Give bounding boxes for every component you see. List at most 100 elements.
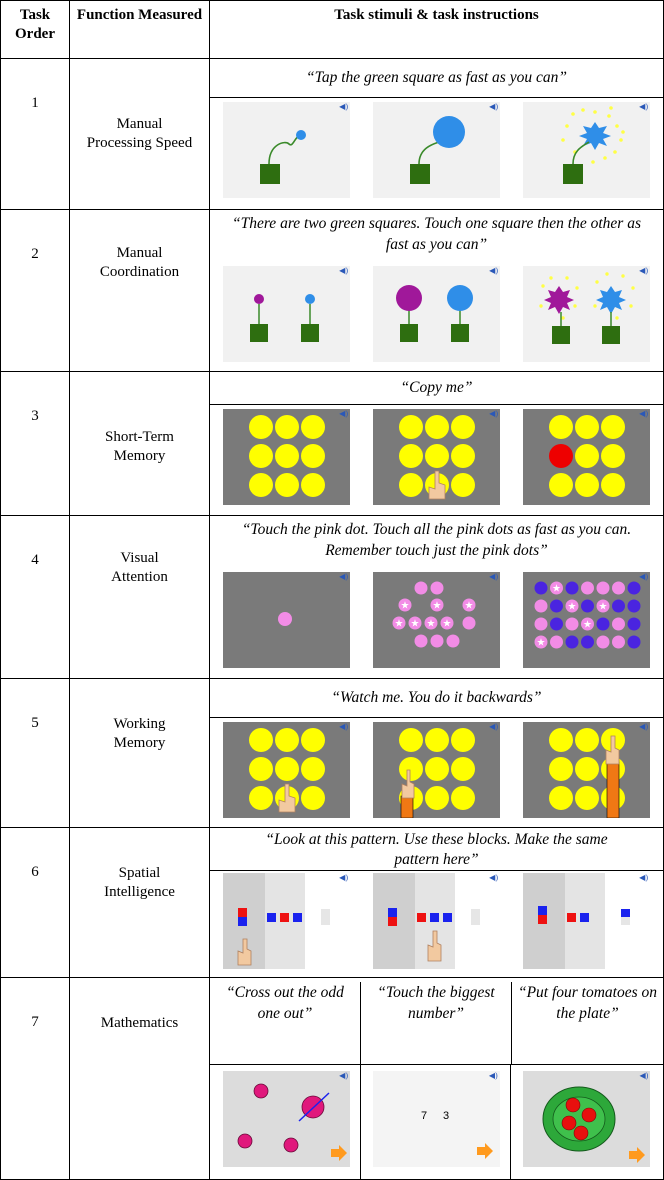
pointing-hand-icon	[428, 470, 446, 500]
yellow-circle-grid	[249, 415, 325, 497]
task-instruction: “Watch me. You do it backwards”	[331, 689, 542, 706]
table-row: 2 Manual Coordination “There are two gre…	[0, 209, 664, 372]
math-instruction-tomatoes: “Put four tomatoes on the plate”	[517, 984, 658, 1022]
task-order: 2	[0, 209, 70, 372]
dot	[414, 581, 428, 595]
dot	[462, 616, 476, 630]
next-arrow-icon	[476, 1143, 493, 1159]
math-instruction-odd-one: “Cross out the odd one out”	[210, 982, 361, 1064]
task-stimuli-cell: “Touch the pink dot. Touch all the pink …	[209, 515, 664, 679]
task-function: Manual Processing Speed	[69, 58, 210, 210]
star-icon: ★	[395, 619, 404, 630]
dot	[596, 599, 610, 613]
dot	[430, 581, 444, 595]
block-pattern-1	[223, 873, 330, 969]
task-instruction: “Touch the pink dot. Touch all the pink …	[241, 521, 632, 559]
dot	[612, 617, 625, 631]
next-arrow-icon	[629, 1147, 646, 1163]
table-row: 3 Short-Term Memory “Copy me” ◀) ◀) ◀)	[0, 371, 664, 516]
stimulus-panel: ◀)	[373, 266, 500, 362]
table-header-row: Task Order Function Measured Task stimul…	[0, 0, 664, 59]
dot	[612, 635, 625, 649]
pointing-hand-icon	[427, 930, 442, 962]
header-function: Function Measured	[69, 0, 210, 59]
speaker-icon: ◀)	[339, 1071, 348, 1080]
dot	[414, 634, 428, 648]
flower-burst-graphic	[561, 106, 625, 184]
speaker-icon: ◀)	[339, 409, 348, 418]
task-stimuli-cell: “There are two green squares. Touch one …	[209, 209, 664, 372]
pointing-hand-icon	[605, 735, 620, 765]
task-stimuli-cell: “Look at this pattern. Use these blocks.…	[209, 827, 664, 978]
speaker-icon: ◀)	[339, 266, 348, 275]
stimulus-panel: ◀)	[373, 722, 500, 818]
pointing-hand-icon	[401, 769, 415, 799]
dot	[534, 617, 548, 631]
dot	[581, 635, 594, 649]
task-instruction: “Copy me”	[400, 379, 473, 396]
dot	[596, 635, 610, 649]
two-flowers-burst-graphic	[539, 272, 635, 344]
dot	[550, 581, 563, 595]
dot	[596, 581, 610, 595]
star-icon: ★	[583, 620, 592, 631]
task-instruction: “Tap the green square as fast as you can…	[306, 69, 567, 86]
math-instructions: “Cross out the odd one out” “Touch the b…	[210, 978, 663, 1065]
single-pink-dot	[278, 612, 292, 626]
task-function: Mathematics	[69, 977, 210, 1180]
speaker-icon: ◀)	[639, 572, 648, 581]
dot	[627, 599, 641, 613]
dot	[581, 617, 594, 631]
dot	[627, 635, 641, 649]
stimulus-panel: ◀)	[223, 102, 350, 198]
task-order: 7	[0, 977, 70, 1180]
header-order: Task Order	[0, 0, 70, 59]
table-row: 5 Working Memory “Watch me. You do it ba…	[0, 678, 664, 828]
dot	[462, 598, 476, 612]
speaker-icon: ◀)	[639, 266, 648, 275]
tomatoes-plate-graphic	[542, 1086, 646, 1163]
star-icon: ★	[552, 584, 561, 595]
pink-violet-dots-grid: ★★★★★	[534, 581, 641, 649]
block-pattern-2	[373, 873, 480, 969]
stimulus-panel: ◀)	[373, 102, 500, 198]
stimulus-panel: ◀)	[523, 1071, 651, 1167]
task-stimuli-cell: “Tap the green square as fast as you can…	[209, 58, 664, 210]
yellow-circle-grid-with-hand	[399, 415, 475, 500]
speaker-icon: ◀)	[489, 102, 498, 111]
dot	[398, 598, 412, 612]
dot	[612, 581, 625, 595]
dot	[612, 599, 625, 613]
table-row: 6 Spatial Intelligence “Look at this pat…	[0, 827, 664, 978]
header-stimuli: Task stimuli & task instructions	[209, 0, 664, 59]
star-icon: ★	[465, 601, 474, 612]
flower-growing-graphic	[410, 116, 465, 184]
pointing-hand-icon	[237, 938, 252, 966]
table-row: 4 Visual Attention “Touch the pink dot. …	[0, 515, 664, 679]
star-icon: ★	[537, 638, 546, 649]
dot	[534, 581, 548, 595]
dot	[565, 599, 579, 613]
task-function: Manual Coordination	[69, 209, 210, 372]
speaker-icon: ◀)	[489, 266, 498, 275]
yellow-grid-hand-3	[549, 728, 625, 818]
speaker-icon: ◀)	[339, 722, 348, 731]
dot	[430, 598, 444, 612]
stimuli-images: ◀) ◀) ◀)	[210, 870, 663, 977]
speaker-icon: ◀)	[489, 572, 498, 581]
star-icon: ★	[427, 619, 436, 630]
dot	[424, 616, 438, 630]
speaker-icon: ◀)	[489, 409, 498, 418]
yellow-grid-hand-1	[249, 728, 325, 813]
table-row: 1 Manual Processing Speed “Tap the green…	[0, 58, 664, 210]
task-function: Working Memory	[69, 678, 210, 828]
task-order: 3	[0, 371, 70, 516]
dot	[581, 599, 594, 613]
task-function: Short-Term Memory	[69, 371, 210, 516]
dot	[565, 635, 579, 649]
dot	[565, 581, 579, 595]
pink-dots-pattern: ★★★★★★★	[392, 581, 476, 648]
